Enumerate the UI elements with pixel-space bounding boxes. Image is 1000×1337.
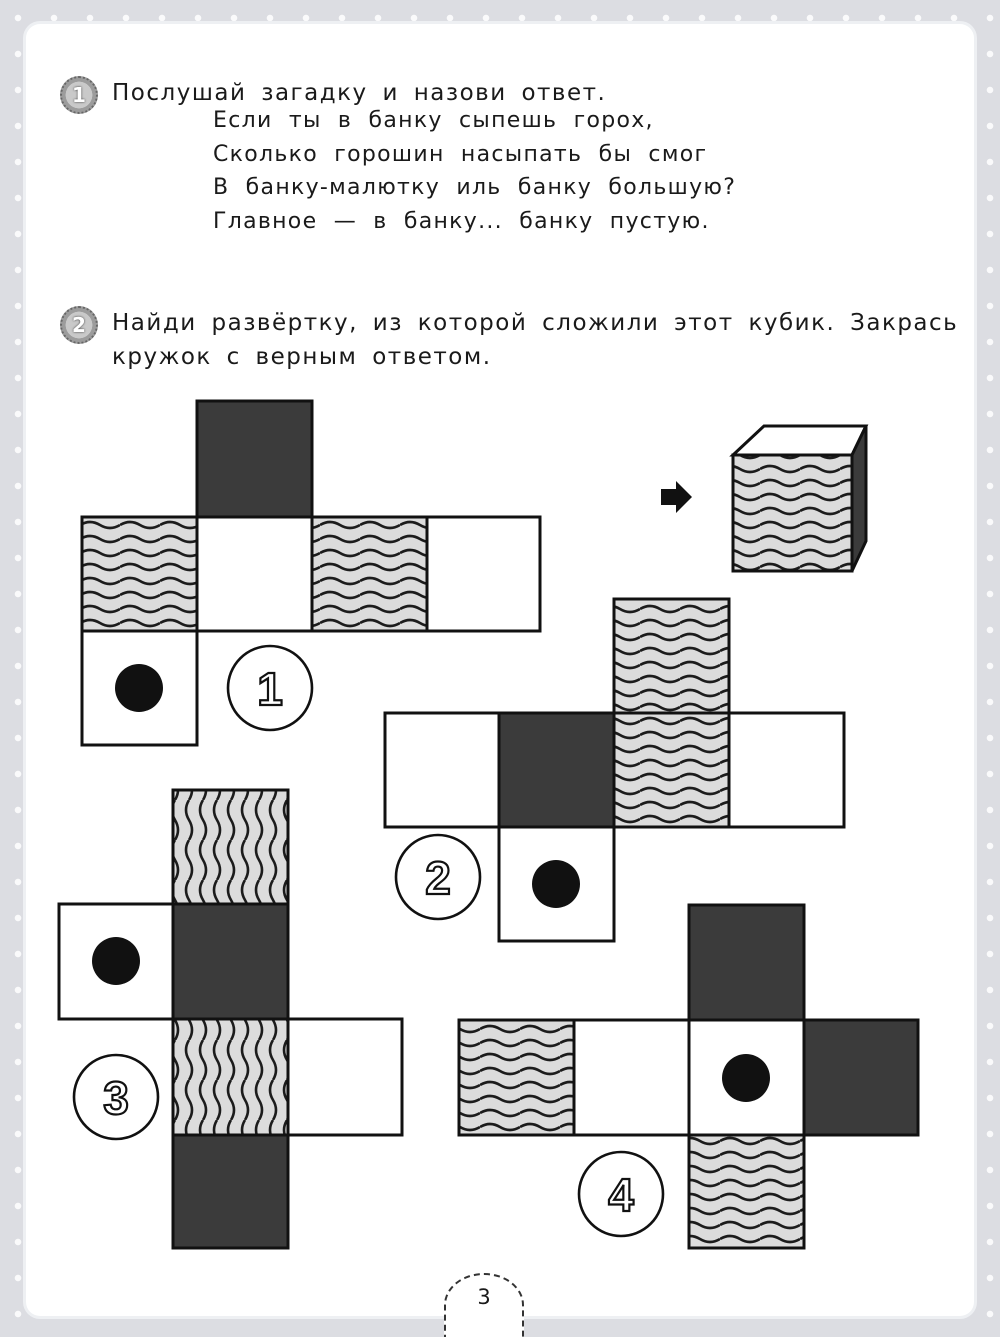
task-1-number: 1 xyxy=(72,83,86,107)
net-4-dark-face xyxy=(687,903,806,1022)
answer-circle-3[interactable] xyxy=(72,1053,160,1141)
answer-label-2: 2 xyxy=(425,852,451,904)
net-2-blank-face xyxy=(383,711,501,829)
net-2-dark-face xyxy=(497,711,616,829)
arrow-right-icon xyxy=(661,481,692,513)
net-3-dark-face xyxy=(171,902,290,1021)
riddle-poem: Если ты в банку сыпешь горох, Сколько го… xyxy=(213,104,736,238)
answer-circle-2[interactable] xyxy=(394,833,482,921)
net-1-dot xyxy=(115,664,163,712)
page-number-tab: 3 xyxy=(444,1273,524,1337)
cube-side-face xyxy=(850,425,868,572)
net-4-dot xyxy=(722,1054,770,1102)
poem-line: В банку-малютку иль банку большую? xyxy=(213,175,737,200)
poem-line: Если ты в банку сыпешь горох, xyxy=(213,108,654,133)
net-2-wave-face xyxy=(612,597,731,715)
net-2-blank-face xyxy=(727,711,846,829)
task-2-badge: 2 xyxy=(60,306,98,344)
task-2-number: 2 xyxy=(72,313,86,337)
cube-illustration xyxy=(729,424,869,573)
cube-front-face xyxy=(731,453,854,573)
net-4 xyxy=(457,903,920,1250)
answer-label-4: 4 xyxy=(608,1169,634,1221)
net-3-dot xyxy=(92,937,140,985)
net-4-wave-face xyxy=(457,1018,576,1137)
net-2-wave-face xyxy=(612,711,731,829)
net-1-dot-face xyxy=(80,629,199,747)
cube-top-face xyxy=(729,424,869,457)
net-3 xyxy=(57,788,404,1250)
net-1-dark-face xyxy=(195,399,314,519)
task-1-badge: 1 xyxy=(60,76,98,114)
net-1-wave-face xyxy=(310,515,429,633)
answer-circle-1[interactable] xyxy=(226,644,314,732)
net-1-blank-face xyxy=(425,515,542,633)
net-3-wave-face xyxy=(171,1017,290,1137)
task-1-instruction: Послушай загадку и назови ответ. xyxy=(112,80,607,106)
net-2 xyxy=(383,597,846,943)
task-2-instruction-line-1: Найди развёртку, из которой сложили этот… xyxy=(112,310,959,336)
net-4-wave-face xyxy=(687,1133,806,1250)
net-4-blank-face xyxy=(572,1018,691,1137)
task-2-instruction-line-2: кружок с верным ответом. xyxy=(112,344,492,370)
net-1-wave-face xyxy=(80,515,199,633)
answer-label-3: 3 xyxy=(103,1072,129,1124)
net-3-dark-face xyxy=(171,1133,290,1250)
net-1-blank-face xyxy=(195,515,314,633)
task-2-instruction: Найди развёртку, из которой сложили этот… xyxy=(112,306,959,374)
net-4-dark-face xyxy=(802,1018,920,1137)
net-3-wave-face xyxy=(171,788,290,906)
net-1 xyxy=(80,399,542,747)
answer-label-1: 1 xyxy=(257,663,283,715)
poem-line: Сколько горошин насыпать бы смог xyxy=(213,141,708,167)
net-3-blank-face xyxy=(286,1017,404,1137)
poem-line: Главное — в банку... банку пустую. xyxy=(213,208,710,234)
net-2-dot xyxy=(532,860,580,908)
page-number: 3 xyxy=(477,1285,491,1309)
answer-circle-4[interactable] xyxy=(577,1150,665,1238)
